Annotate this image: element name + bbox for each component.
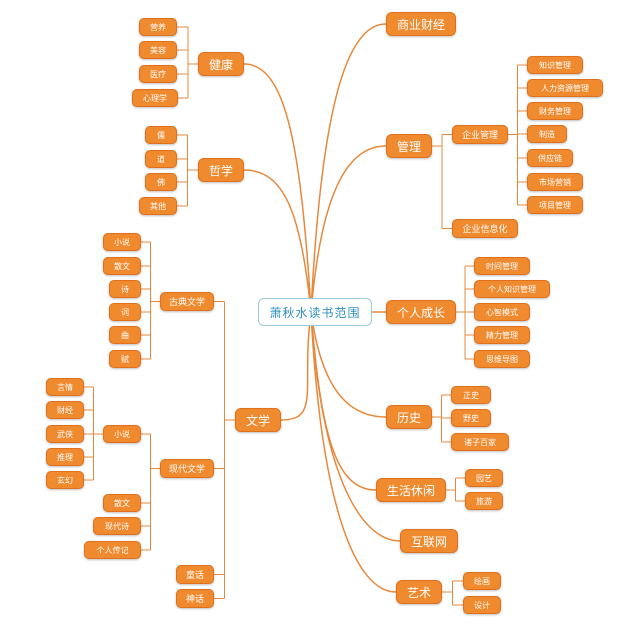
node-marketing[interactable]: 市场营销	[527, 173, 583, 191]
node-painting[interactable]: 绘画	[463, 572, 501, 590]
node-hr-mgmt[interactable]: 人力资源管理	[527, 79, 603, 97]
connector-node-history	[310, 311, 387, 418]
node-manufacturing[interactable]: 制造	[527, 125, 567, 143]
node-modern-prose[interactable]: 散文	[103, 494, 141, 512]
node-classical-lit[interactable]: 古典文学	[160, 292, 214, 311]
node-novel-finance[interactable]: 财经	[46, 401, 84, 419]
node-health-beauty[interactable]: 美容	[139, 41, 177, 59]
node-philosophy-confucian[interactable]: 儒	[145, 126, 177, 144]
node-health[interactable]: 健康	[198, 52, 244, 76]
node-modern-poem[interactable]: 现代诗	[93, 517, 141, 535]
node-modern-novel[interactable]: 小说	[103, 425, 141, 443]
connector-node-philosophy	[243, 169, 312, 313]
node-health-medical[interactable]: 医疗	[139, 65, 177, 83]
node-history[interactable]: 历史	[386, 405, 432, 429]
connector-node-management	[310, 145, 387, 313]
node-hundred-schools[interactable]: 诸子百家	[451, 433, 509, 451]
node-management[interactable]: 管理	[386, 134, 432, 158]
node-classical-poem[interactable]: 诗	[109, 280, 141, 298]
node-art[interactable]: 艺术	[396, 580, 442, 604]
node-informatization[interactable]: 企业信息化	[452, 219, 518, 238]
node-classical-novel[interactable]: 小说	[103, 233, 141, 251]
connector-node-business	[310, 23, 387, 313]
node-literature[interactable]: 文学	[235, 408, 281, 432]
node-leisure[interactable]: 生活休闲	[376, 478, 446, 502]
node-design[interactable]: 设计	[463, 596, 501, 614]
node-pkm[interactable]: 个人知识管理	[474, 280, 550, 298]
node-travel[interactable]: 旅游	[465, 492, 503, 510]
center-node[interactable]: 萧秋水读书范围	[258, 298, 372, 326]
node-mind-map[interactable]: 思维导图	[474, 350, 530, 368]
node-philosophy-buddha[interactable]: 佛	[145, 173, 177, 191]
node-supply-chain[interactable]: 供应链	[527, 149, 573, 167]
node-finance-mgmt[interactable]: 财务管理	[527, 102, 583, 120]
node-classical-qu[interactable]: 曲	[109, 326, 141, 344]
node-time-mgmt[interactable]: 时间管理	[474, 257, 530, 275]
connector-node-art	[310, 311, 397, 593]
node-enterprise-mgmt[interactable]: 企业管理	[452, 125, 508, 144]
node-gardening[interactable]: 园艺	[465, 469, 503, 487]
node-modern-biography[interactable]: 个人传记	[84, 541, 141, 559]
node-mental-model[interactable]: 心智模式	[474, 303, 530, 321]
node-knowledge-mgmt[interactable]: 知识管理	[527, 56, 583, 74]
node-personal-growth[interactable]: 个人成长	[386, 300, 456, 324]
node-novel-fantasy[interactable]: 玄幻	[46, 471, 84, 489]
node-official-history[interactable]: 正史	[451, 386, 491, 404]
node-classical-ci[interactable]: 词	[109, 303, 141, 321]
node-novel-wuxia[interactable]: 武侠	[46, 425, 84, 443]
node-novel-mystery[interactable]: 推理	[46, 448, 84, 466]
node-classical-prose[interactable]: 散文	[103, 257, 141, 275]
node-project-mgmt[interactable]: 项目管理	[527, 196, 583, 214]
node-energy-mgmt[interactable]: 精力管理	[474, 326, 530, 344]
node-philosophy-tao[interactable]: 道	[145, 150, 177, 168]
node-health-psychology[interactable]: 心理学	[132, 89, 178, 107]
node-internet[interactable]: 互联网	[400, 529, 458, 553]
node-fairytale[interactable]: 童话	[176, 565, 214, 584]
connector-node-health	[243, 63, 312, 313]
node-business[interactable]: 商业财经	[386, 12, 456, 36]
node-classical-fu[interactable]: 赋	[109, 350, 141, 368]
node-health-nutrition[interactable]: 营养	[139, 18, 177, 36]
node-modern-lit[interactable]: 现代文学	[160, 459, 214, 478]
node-novel-romance[interactable]: 言情	[46, 378, 84, 396]
node-philosophy[interactable]: 哲学	[198, 158, 244, 182]
node-mythology[interactable]: 神话	[176, 589, 214, 608]
node-unofficial-history[interactable]: 野史	[451, 409, 491, 427]
connector-node-literature	[280, 311, 312, 421]
connector-node-internet	[310, 311, 401, 542]
node-philosophy-other[interactable]: 其他	[139, 197, 177, 215]
